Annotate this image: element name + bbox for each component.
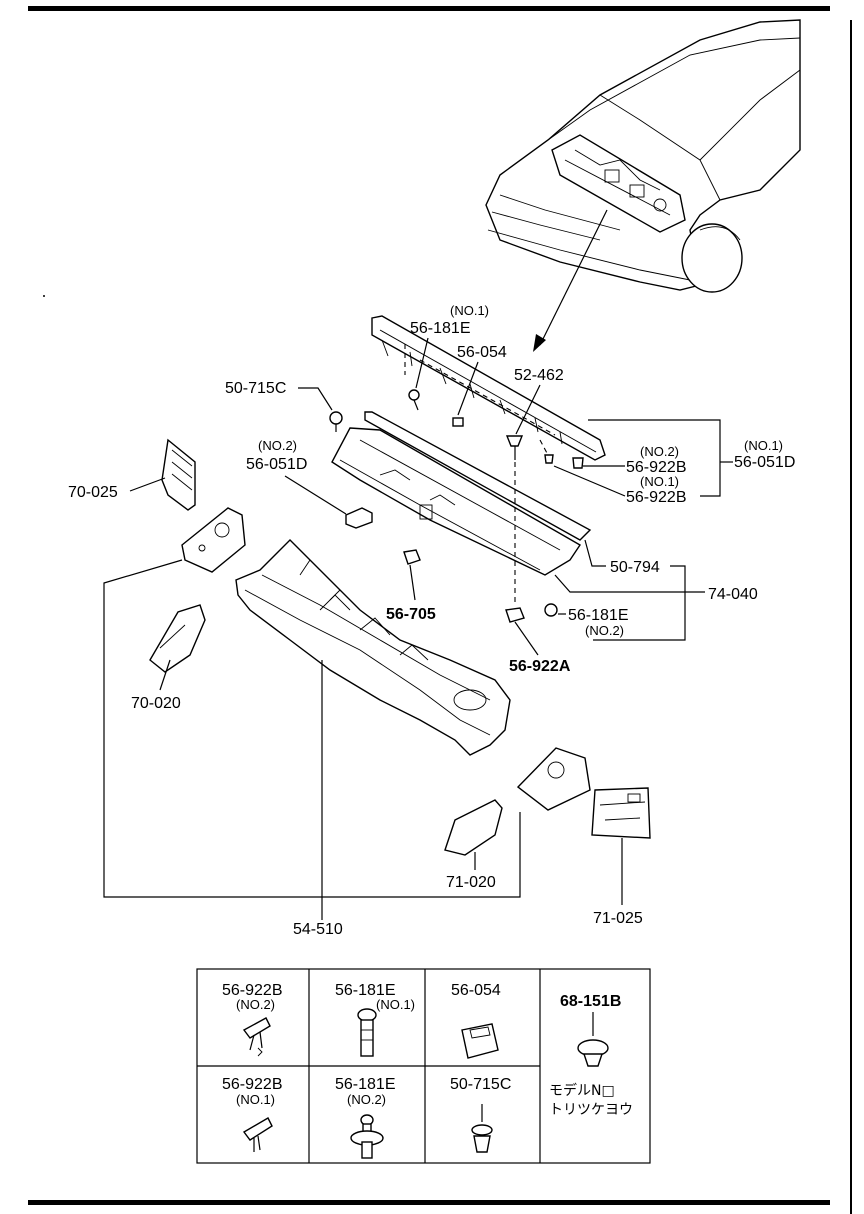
part-mount-left: [181, 507, 246, 573]
label-56-181E-no2-note: (NO.2): [585, 623, 624, 638]
fastener-56-054: [452, 417, 464, 427]
label-71-020: 71-020: [446, 874, 496, 891]
label-56-922A: 56-922A: [509, 658, 571, 675]
legend-pin-181E-no2-icon: [350, 1114, 384, 1159]
fastener-56-181E-no2: [544, 603, 558, 617]
label-74-040: 74-040: [708, 586, 758, 603]
part-54-510-cowl: [235, 539, 511, 756]
legend-pin-181E-no1-icon: [357, 1008, 377, 1057]
part-70-020: [149, 604, 206, 673]
label-56-181E-no2-code: 56-181E: [568, 607, 629, 624]
legend-cell-7-code: 50-715C: [450, 1076, 511, 1093]
label-52-462: 52-462: [514, 367, 564, 384]
label-56-051D-no2-code: 56-051D: [246, 456, 307, 473]
fastener-56-705: [403, 549, 421, 565]
pad-56-051D-no2: [345, 507, 373, 529]
label-56-051D-no1-note: (NO.1): [744, 438, 783, 453]
part-74-040-grille: [331, 411, 592, 576]
fastener-50-715C: [329, 411, 343, 432]
legend-cell-3-code: 56-054: [451, 982, 501, 999]
legend-cell-6-code: 56-181E: [335, 1076, 396, 1093]
legend-cell-6-note: (NO.2): [347, 1092, 386, 1107]
label-56-922B-no1-note: (NO.1): [640, 474, 679, 489]
label-56-051D-no1-code: 56-051D: [734, 454, 795, 471]
dashed-guide-922B: [539, 439, 549, 456]
legend-grommet-054-icon: [461, 1023, 499, 1059]
label-70-025: 70-025: [68, 484, 118, 501]
label-70-020: 70-020: [131, 695, 181, 712]
top-border-bar: [28, 6, 830, 11]
legend-cell-4-jp-line1: モデルN□: [549, 1082, 615, 1099]
legend-clip-151B-icon: [577, 1012, 609, 1067]
label-56-922B-no1-code: 56-922B: [626, 489, 687, 506]
label-56-922B-no2-note: (NO.2): [640, 444, 679, 459]
part-71-020: [444, 799, 503, 856]
fastener-56-181E-no1: [408, 389, 420, 411]
label-50-794: 50-794: [610, 559, 660, 576]
label-50-715C: 50-715C: [225, 380, 286, 397]
label-56-181E-no1-code: 56-181E: [410, 320, 471, 337]
part-50-794-strip: [371, 315, 606, 461]
arrow-line: [539, 209, 608, 346]
label-56-922B-no2-code: 56-922B: [626, 459, 687, 476]
leader-lines: [103, 337, 733, 920]
bottom-border-bar: [28, 1200, 830, 1205]
legend-cell-2-code: 56-181E: [335, 982, 396, 999]
legend-clip-922B-no1-icon: [242, 1117, 273, 1152]
legend-clip-922B-no2-icon: [242, 1017, 271, 1057]
legend-cell-2-note: (NO.1): [376, 997, 415, 1012]
part-mount-right: [516, 747, 591, 811]
part-70-025: [161, 438, 196, 511]
fastener-56-922A: [505, 607, 525, 623]
legend-cell-4-code: 68-151B: [560, 993, 621, 1010]
scan-speck: [43, 295, 45, 297]
legend-table: 56-922B (NO.2) 56-181E (NO.1) 56-054 68-…: [196, 968, 651, 1164]
label-56-181E-no1-note: (NO.1): [450, 303, 489, 318]
fastener-56-922B-pair: [544, 454, 584, 469]
legend-cell-1-note: (NO.2): [236, 997, 275, 1012]
fastener-52-462: [505, 435, 524, 460]
legend-cell-5-note: (NO.1): [236, 1092, 275, 1107]
label-56-705: 56-705: [386, 606, 436, 623]
label-54-510: 54-510: [293, 921, 343, 938]
legend-clip-715C-icon: [471, 1104, 493, 1153]
label-56-054: 56-054: [457, 344, 507, 361]
legend-cell-1-code: 56-922B: [222, 982, 283, 999]
legend-cell-5-code: 56-922B: [222, 1076, 283, 1093]
arrow-head: [533, 334, 546, 352]
part-71-025: [591, 787, 651, 839]
label-71-025: 71-025: [593, 910, 643, 927]
car-illustration: [485, 19, 801, 293]
label-56-051D-no2-note: (NO.2): [258, 438, 297, 453]
legend-cell-4-jp-line2: トリツケヨウ: [549, 1102, 633, 1118]
